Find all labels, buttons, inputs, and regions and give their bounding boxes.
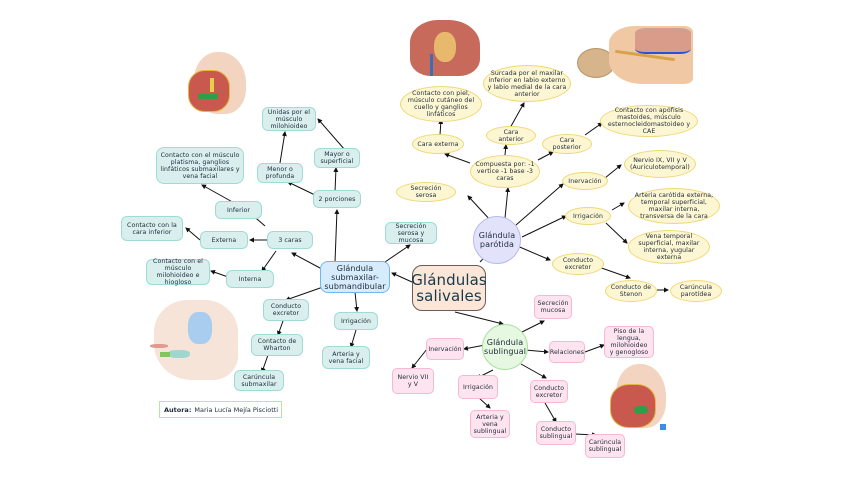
parotida-nervio-node[interactable]: Nervio IX, VII y V (Auriculotemporal)	[624, 150, 696, 178]
parotida-cara-anterior-node[interactable]: Cara anterior	[486, 126, 536, 145]
submaxilar-externa-node[interactable]: Externa	[200, 231, 248, 249]
face-dissection-top-left-image	[180, 50, 252, 120]
submaxilar-interna-desc-node[interactable]: Contacto con el músculo milohioideo e hi…	[146, 258, 210, 286]
parotida-cara-externa-desc-node[interactable]: Contacto con piel, músculo cutáneo del c…	[400, 86, 482, 122]
submaxilar-inferior-desc-node[interactable]: Contacto con el músculo platisma, gangli…	[156, 147, 244, 184]
submaxilar-caras-node[interactable]: 3 caras	[267, 231, 313, 249]
submaxilar-menor-node[interactable]: Menor o profunda	[257, 163, 303, 183]
sublingual-irrigacion-node[interactable]: Irrigación	[458, 375, 498, 399]
submaxilar-conducto-node[interactable]: Conducto excretor	[263, 299, 309, 321]
salivary-glands-profile-image	[140, 300, 240, 380]
sublingual-inervacion-node[interactable]: Inervación	[426, 338, 464, 360]
parotida-cara-externa-node[interactable]: Cara externa	[412, 134, 464, 154]
parotid-gland-tissue-image	[575, 18, 695, 86]
sublingual-arteria-node[interactable]: Arteria y vena sublingual	[470, 410, 510, 438]
parotid-head-anatomy-image	[404, 18, 486, 78]
submaxilar-porciones-node[interactable]: 2 porciones	[313, 190, 361, 208]
parotida-conducto-node[interactable]: Conducto excretor	[552, 253, 604, 275]
central-title-line2: salivales	[416, 287, 482, 305]
parotida-stenon-node[interactable]: Conducto de Stenon	[605, 280, 657, 302]
parotida-secrecion-node[interactable]: Secreción serosa	[396, 182, 456, 202]
parotida-cara-posterior-desc-node[interactable]: Contacto con apófisis mastoides, músculo…	[600, 105, 698, 137]
central-topic[interactable]: Glándulas salivales	[411, 265, 487, 311]
submaxilar-irrigacion-node[interactable]: Irrigación	[334, 312, 378, 330]
submaxilar-wharton-node[interactable]: Contacto de Wharton	[251, 334, 303, 356]
submaxilar-inferior-node[interactable]: Inferior	[215, 201, 262, 219]
sublingual-conducto-sub-node[interactable]: Conducto sublingual	[536, 421, 576, 445]
parotida-cara-anterior-desc-node[interactable]: Surcada por el maxilar inferior en labio…	[483, 65, 571, 102]
sublingual-relaciones-node[interactable]: Relaciones	[549, 341, 585, 363]
parotida-compuesta-node[interactable]: Compuesta por: -1 vertice -1 base -3 car…	[470, 155, 540, 188]
sublingual-secrecion-node[interactable]: Secreción mucosa	[534, 295, 572, 319]
face-dissection-bottom-right-image	[604, 362, 670, 434]
parotida-gland-node[interactable]: Glándula parótida	[473, 216, 521, 264]
submaxilar-arteria-node[interactable]: Arteria y vena facial	[322, 346, 370, 369]
submaxilar-caruncula-node[interactable]: Carúncula submaxilar	[234, 370, 284, 391]
submaxilar-mayor-node[interactable]: Mayor o superficial	[314, 148, 360, 168]
parotida-caruncula-node[interactable]: Carúncula parotídea	[670, 280, 722, 302]
parotida-inervacion-node[interactable]: Inervación	[562, 172, 608, 190]
sublingual-caruncula-node[interactable]: Carúncula sublingual	[585, 434, 625, 458]
parotida-vena-node[interactable]: Vena temporal superficial, maxilar inter…	[628, 230, 710, 264]
sublingual-conducto-node[interactable]: Conducto excretor	[530, 380, 568, 403]
parotida-irrigacion-node[interactable]: Irrigación	[565, 207, 611, 225]
parotida-cara-posterior-node[interactable]: Cara posterior	[542, 134, 592, 154]
central-title-line1: Glándulas	[411, 271, 487, 289]
sublingual-piso-node[interactable]: Piso de la lengua, milohioideo y genoglo…	[604, 326, 654, 358]
author-label: Autora:	[164, 405, 192, 414]
sublingual-nervio-node[interactable]: Nervio VII y V	[392, 368, 434, 394]
parotida-arteria-node[interactable]: Arteria carótida externa, temporal super…	[628, 188, 720, 224]
submaxilar-gland-node[interactable]: Glándula submaxilar-submandibular	[320, 261, 390, 293]
author-credit: Autora: Maria Lucía Mejía Pisciotti	[159, 401, 282, 418]
submaxilar-externa-desc-node[interactable]: Contacto con la cara inferior	[121, 216, 183, 241]
author-name: Maria Lucía Mejía Pisciotti	[194, 405, 279, 414]
submaxilar-secrecion-node[interactable]: Secreción serosa y mucosa	[385, 222, 437, 244]
submaxilar-unidas-node[interactable]: Unidas por el músculo milohioideo	[262, 107, 316, 131]
submaxilar-interna-node[interactable]: Interna	[226, 270, 274, 288]
sublingual-gland-node[interactable]: Glándula sublingual	[482, 324, 528, 370]
